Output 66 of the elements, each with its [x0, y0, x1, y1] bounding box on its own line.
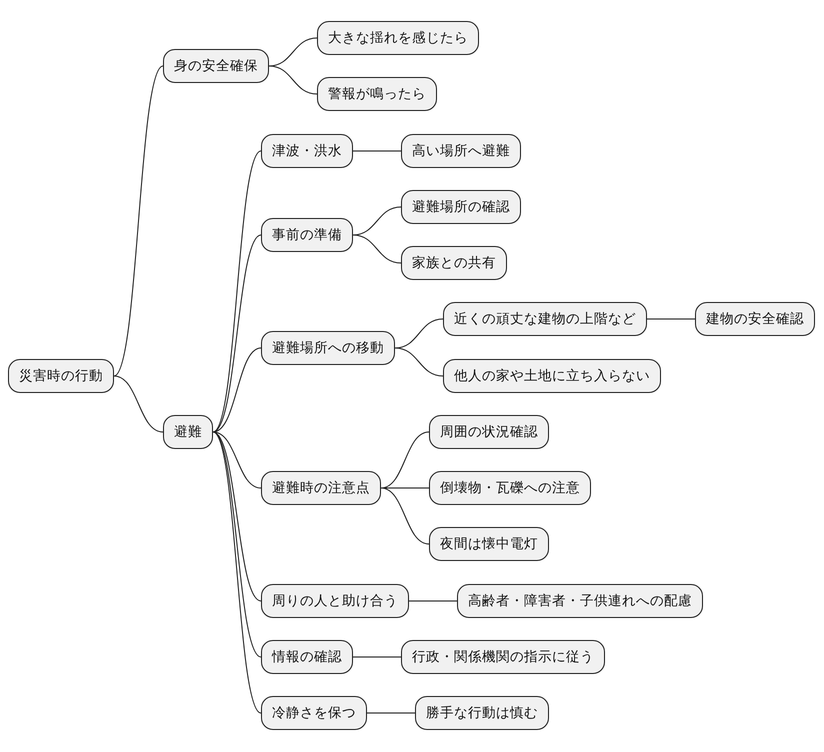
connector-line: [352, 234, 402, 264]
topic-text: 倒壊物・瓦礫への注意: [440, 479, 580, 497]
topic-node: [163, 415, 213, 449]
connector-line: [212, 432, 262, 658]
topic-node: [317, 77, 437, 111]
topic-text: 周囲の状況確認: [440, 423, 538, 441]
connector-line: [212, 150, 262, 432]
topic-text: 夜間は懐中電灯: [440, 535, 538, 553]
topic-text: 周りの人と助け合う: [272, 592, 398, 610]
topic-node: [261, 696, 367, 730]
topic-node: [8, 359, 114, 393]
topic-text: 行政・関係機関の指示に従う: [412, 648, 594, 666]
topic-node: [261, 134, 353, 168]
topic-text: 避難: [174, 423, 202, 441]
topic-node: [261, 471, 381, 505]
topic-text: 建物の安全確認: [706, 310, 804, 328]
connector-line: [212, 234, 262, 432]
topic-text: 大きな揺れを感じたら: [328, 29, 468, 47]
topic-node: [261, 584, 409, 618]
topic-text: 災害時の行動: [19, 367, 103, 385]
connector-line: [268, 66, 318, 94]
topic-node: [443, 302, 647, 336]
topic-node: [695, 302, 815, 336]
topic-node: [261, 218, 353, 252]
topic-node: [401, 190, 521, 224]
topic-text: 家族との共有: [412, 254, 496, 272]
topic-text: 情報の確認: [272, 648, 342, 666]
topic-node: [163, 49, 269, 83]
topic-node: [429, 471, 591, 505]
connector-line: [212, 432, 262, 488]
connector-line: [212, 348, 262, 432]
connector-line: [646, 318, 696, 320]
topic-node: [261, 640, 353, 674]
connector-line: [114, 376, 164, 432]
connector-line: [352, 150, 402, 152]
topic-text: 警報が鳴ったら: [328, 85, 426, 103]
topic-text: 事前の準備: [272, 226, 342, 244]
topic-text: 他人の家や土地に立ち入らない: [454, 367, 650, 385]
connector-line: [114, 66, 164, 376]
topic-text: 高齢者・障害者・子供連れへの配慮: [468, 592, 692, 610]
topic-node: [317, 21, 479, 55]
topic-text: 津波・洪水: [272, 142, 342, 160]
topic-node: [429, 527, 549, 561]
topic-text: 避難時の注意点: [272, 479, 370, 497]
connector-line: [408, 600, 458, 602]
topic-node: [457, 584, 703, 618]
topic-node: [429, 415, 549, 449]
topic-text: 勝手な行動は慎む: [426, 704, 538, 722]
connector-line: [394, 348, 444, 376]
topic-text: 高い場所へ避難: [412, 142, 510, 160]
topic-node: [401, 246, 507, 280]
topic-text: 身の安全確保: [174, 57, 258, 75]
connector-line: [380, 432, 430, 488]
topic-text: 避難場所の確認: [412, 198, 510, 216]
connector-line: [352, 656, 402, 658]
topic-text: 避難場所への移動: [272, 339, 384, 357]
topic-text: 冷静さを保つ: [272, 704, 356, 722]
topic-node: [261, 331, 395, 365]
connector-line: [366, 712, 416, 714]
connector-line: [212, 432, 262, 714]
connector-line: [380, 488, 430, 544]
topic-node: [401, 134, 521, 168]
topic-node: [415, 696, 549, 730]
topic-text: 近くの頑丈な建物の上階など: [454, 310, 636, 328]
topic-node: [401, 640, 605, 674]
topic-node: [443, 359, 661, 393]
